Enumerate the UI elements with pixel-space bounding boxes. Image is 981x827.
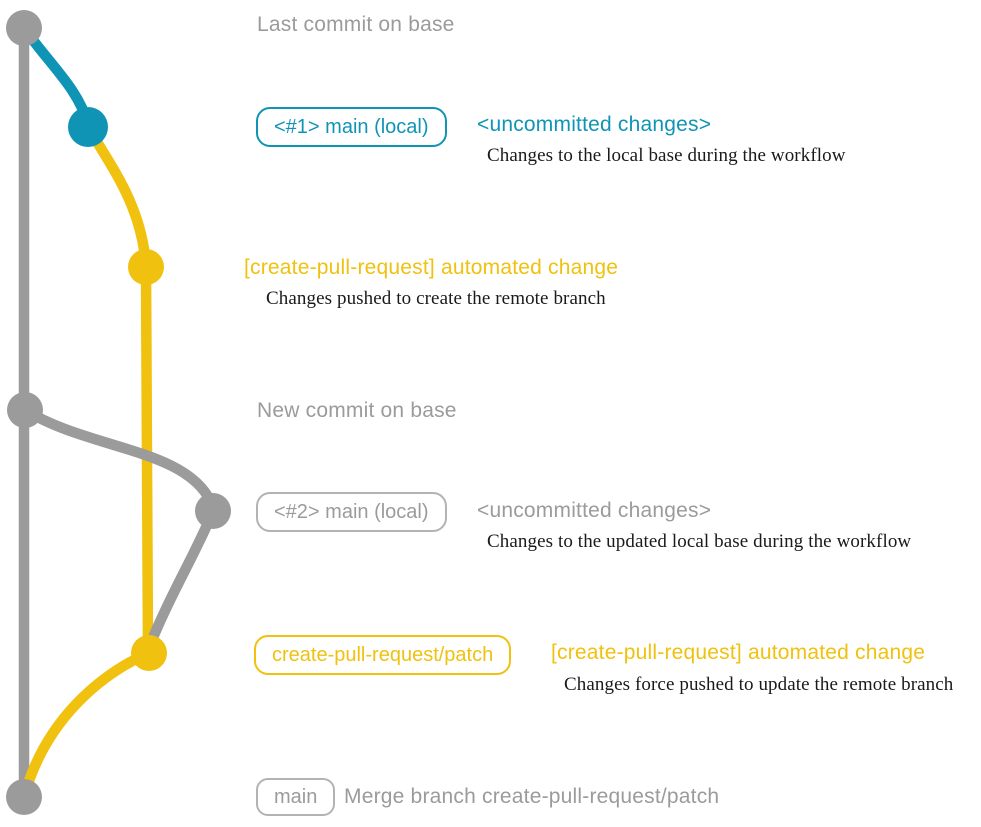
merge-heading: Merge branch create-pull-request/patch xyxy=(344,785,720,808)
automated-change-2-heading: [create-pull-request] automated change xyxy=(551,641,926,664)
commit-node-local-main-2 xyxy=(195,493,231,529)
main-branch-badge: main xyxy=(256,778,336,816)
commit-node-automated-change-2 xyxy=(131,635,167,671)
patch-branch-edge xyxy=(18,121,154,803)
commit-node-automated-change-1 xyxy=(128,249,164,285)
new-commit-heading: New commit on base xyxy=(257,399,457,422)
uncommitted-changes-1-description: Changes to the local base during the wor… xyxy=(487,145,846,166)
patch-branch-badge: create-pull-request/patch xyxy=(254,635,512,675)
automated-change-1-description: Changes pushed to create the remote bran… xyxy=(266,288,606,309)
uncommitted-changes-1-heading: <uncommitted changes> xyxy=(477,113,712,136)
updated-main-edge-2 xyxy=(144,505,219,651)
updated-main-edge-1 xyxy=(19,404,217,508)
last-commit-heading: Last commit on base xyxy=(257,13,455,36)
commit-node-last-base xyxy=(6,10,42,46)
local-main-2-badge: <#2> main (local) xyxy=(256,492,447,532)
commit-node-local-main-1 xyxy=(68,107,108,147)
commit-node-merge xyxy=(6,779,42,815)
automated-change-2-description: Changes force pushed to update the remot… xyxy=(564,674,954,695)
uncommitted-changes-2-heading: <uncommitted changes> xyxy=(477,499,712,522)
automated-change-1-heading: [create-pull-request] automated change xyxy=(244,256,619,279)
commit-node-new-base xyxy=(7,392,43,428)
local-main-1-badge: <#1> main (local) xyxy=(256,107,447,147)
uncommitted-changes-2-description: Changes to the updated local base during… xyxy=(487,531,912,552)
